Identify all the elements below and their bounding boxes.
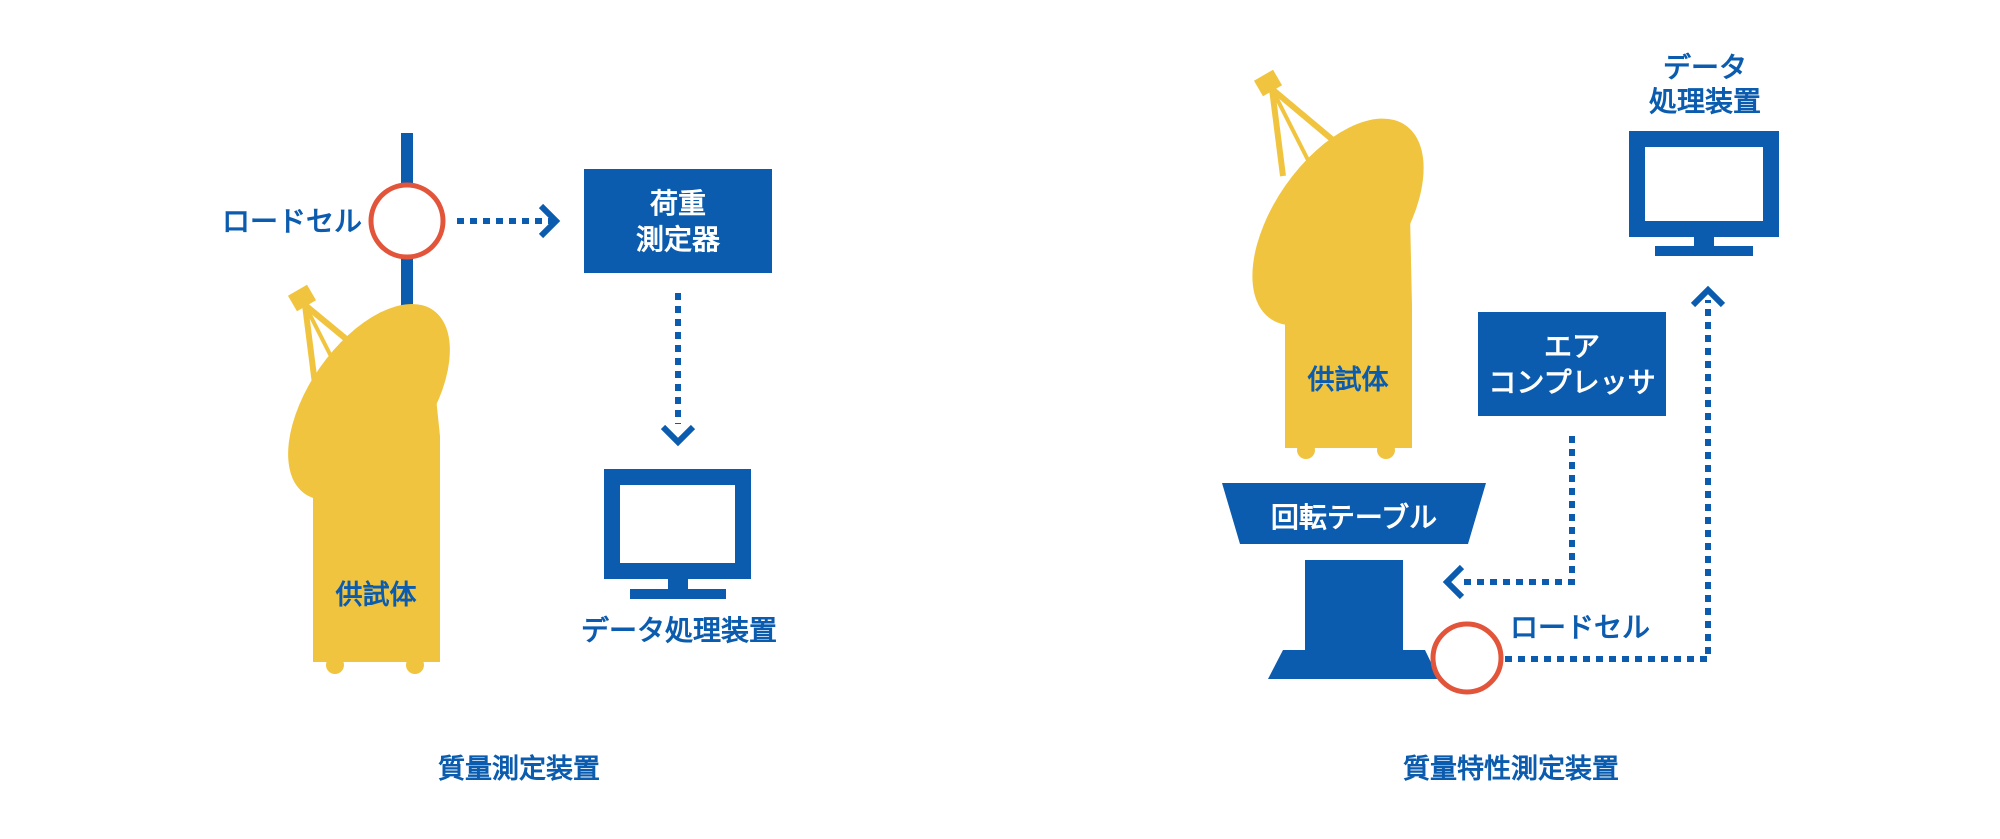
- load-cell-icon: [1430, 621, 1504, 695]
- left-load-cell-label: ロードセル: [222, 205, 362, 238]
- turntable-top: [1222, 483, 1486, 544]
- load-meter-label-line2: 測定器: [636, 223, 721, 256]
- compressor-label-line2: コンプレッサ: [1488, 366, 1655, 399]
- right-load-cell-label: ロードセル: [1510, 611, 1650, 644]
- turntable-label: 回転テーブル: [1271, 501, 1437, 534]
- left-data-processor-label: データ処理装置: [581, 614, 777, 647]
- monitor-icon: [1629, 131, 1779, 256]
- right-arrow-compressor-to-turntable: [1462, 436, 1575, 585]
- arrow-icon: [538, 203, 561, 239]
- right-arrow-cell-to-processor: [1505, 300, 1711, 662]
- turntable-foot: [1268, 650, 1439, 679]
- left-test-object-label: 供試体: [335, 579, 418, 611]
- load-cell-icon: [368, 182, 446, 260]
- load-meter-box: [584, 169, 772, 273]
- compressor-box: [1478, 312, 1666, 416]
- load-meter-label-line1: 荷重: [650, 187, 706, 220]
- right-data-processor-label-line2: 処理装置: [1649, 85, 1761, 118]
- right-data-processor-label-line1: データ: [1663, 51, 1747, 84]
- right-diagram: 供試体 回転テーブル ロードセル エア コンプレッサ データ 処理装置 質量特性…: [1222, 51, 1779, 785]
- compressor-label-line1: エア: [1544, 330, 1600, 363]
- right-test-object-label: 供試体: [1307, 364, 1390, 396]
- arrow-icon: [1442, 564, 1465, 600]
- left-caption: 質量測定装置: [438, 753, 600, 785]
- arrow-icon: [660, 424, 696, 447]
- turntable-base: [1305, 560, 1403, 650]
- antenna-icon: [287, 284, 450, 674]
- right-caption: 質量特性測定装置: [1403, 753, 1619, 785]
- antenna-icon: [1252, 69, 1424, 459]
- monitor-icon: [604, 469, 751, 599]
- arrow-icon: [1690, 285, 1726, 308]
- left-diagram: ロードセル 荷重 測定器 データ処理装置 供試体: [222, 133, 777, 785]
